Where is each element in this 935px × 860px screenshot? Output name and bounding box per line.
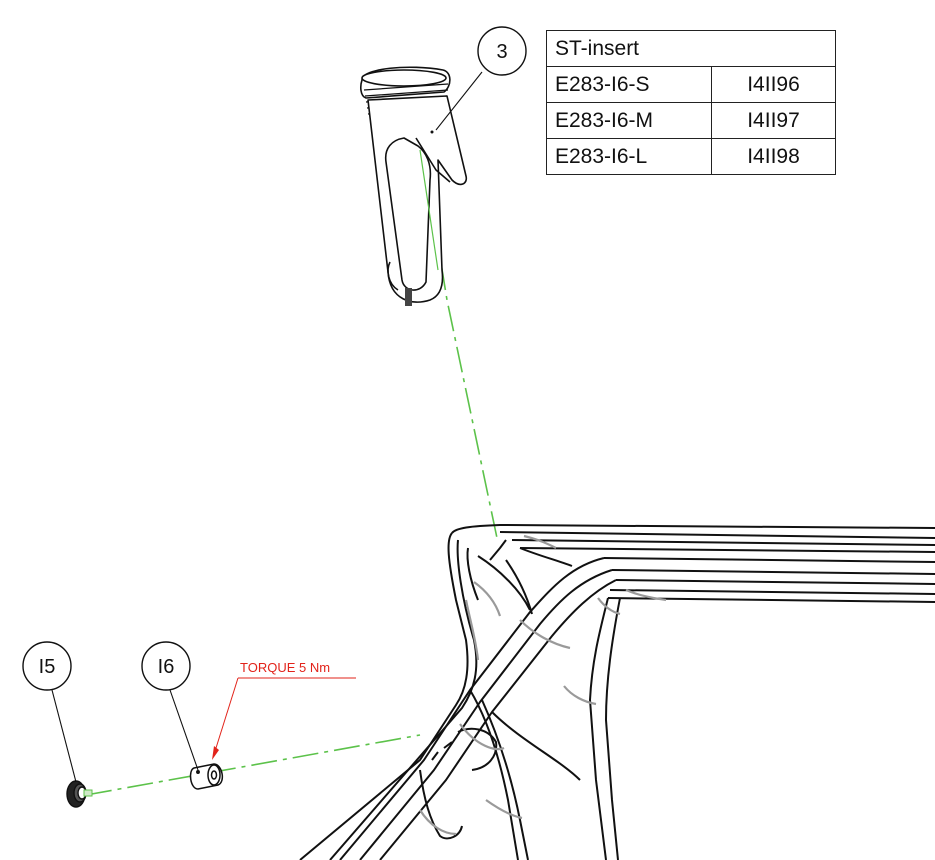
callout-15-label: I5 xyxy=(39,656,56,678)
callout-16: I6 xyxy=(141,641,191,691)
st-insert-table: ST-insert E283-I6-S I4II96 E283-I6-M I4I… xyxy=(546,30,836,175)
table-row: E283-I6-S I4II96 xyxy=(546,66,836,103)
part-number: E283-I6-M xyxy=(546,102,712,139)
table-row: E283-I6-M I4II97 xyxy=(546,102,836,139)
table-header-row: ST-insert xyxy=(546,30,836,67)
frame-shading xyxy=(419,534,667,836)
table-header: ST-insert xyxy=(546,30,836,67)
article-code: I4II96 xyxy=(711,66,836,103)
assembly-line-bolt xyxy=(85,734,421,796)
leader-16 xyxy=(169,689,199,771)
leader-15 xyxy=(51,689,77,783)
article-code: I4II98 xyxy=(711,138,836,175)
callout-16-label: I6 xyxy=(158,656,175,678)
st-insert-part xyxy=(360,66,468,306)
torque-label: TORQUE 5 Nm xyxy=(240,660,330,675)
bolt-part xyxy=(66,780,93,808)
leader-3 xyxy=(435,71,483,131)
part-number: E283-I6-L xyxy=(546,138,712,175)
part-number: E283-I6-S xyxy=(546,66,712,103)
callout-15: I5 xyxy=(22,641,72,691)
torque-annotation: TORQUE 5 Nm xyxy=(212,660,356,760)
frame xyxy=(299,524,935,860)
table-row: E283-I6-L I4II98 xyxy=(546,138,836,175)
article-code: I4II97 xyxy=(711,102,836,139)
callout-3-label: 3 xyxy=(496,41,507,63)
barrel-nut-part xyxy=(189,763,224,790)
callout-3: 3 xyxy=(477,26,527,76)
